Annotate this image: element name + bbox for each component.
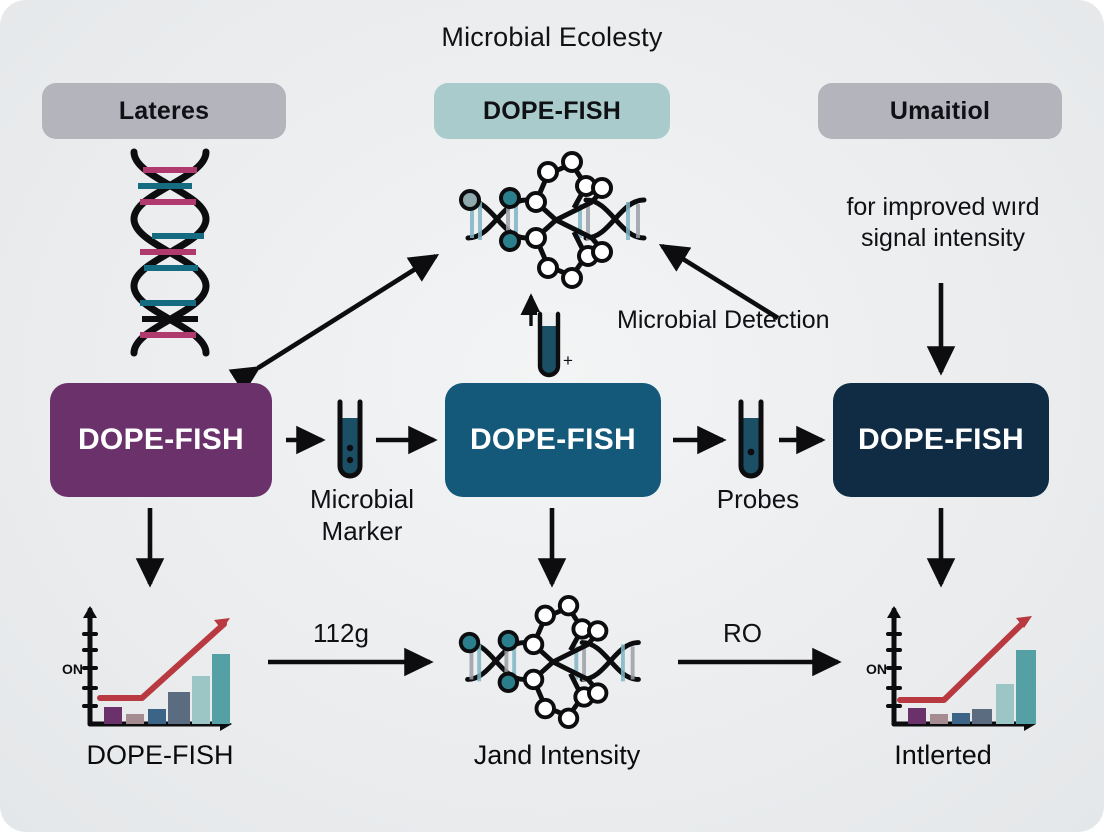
test-tube-icon: + bbox=[529, 310, 573, 384]
molecule-dna-icon bbox=[452, 590, 654, 732]
microbial-detection-label: Microbial Detection bbox=[617, 306, 830, 334]
header-pill-label: DOPE-FISH bbox=[483, 96, 621, 125]
page-title: Microbial Ecolesty bbox=[441, 22, 663, 52]
right-note-text: for improved wırd signal intensity bbox=[846, 193, 1040, 252]
microbial-marker-label: Microbial Marker bbox=[309, 484, 415, 546]
header-pill-lateres[interactable]: Lateres bbox=[42, 83, 286, 139]
bar-chart-intlerted: ON bbox=[852, 588, 1058, 734]
bottom-label-jand-intensity: Jand Intensity bbox=[473, 740, 641, 770]
chart-axis-tick-label: ON bbox=[866, 661, 887, 677]
main-box-dope-fish-blue[interactable]: DOPE-FISH bbox=[445, 383, 661, 497]
molecule-dna-icon bbox=[452, 146, 660, 292]
header-pill-label: Umaitiol bbox=[889, 96, 991, 125]
arrow-label-112g: 112g bbox=[313, 618, 369, 648]
test-tube-icon bbox=[729, 398, 773, 486]
bar-chart-dope-fish: ON bbox=[48, 588, 254, 734]
header-pill-umaitiol[interactable]: Umaitiol bbox=[818, 83, 1062, 139]
main-box-dope-fish-navy[interactable]: DOPE-FISH bbox=[833, 383, 1049, 497]
bottom-label-dope-fish: DOPE-FISH bbox=[86, 740, 234, 770]
test-tube-icon bbox=[328, 398, 372, 486]
probes-label: Probes bbox=[716, 484, 800, 514]
svg-text:+: + bbox=[563, 351, 573, 370]
header-pill-dope-fish[interactable]: DOPE-FISH bbox=[434, 83, 670, 139]
arrow-label-ro: RO bbox=[723, 618, 762, 648]
bottom-label-intlerted: Intlerted bbox=[894, 740, 992, 770]
main-box-label: DOPE-FISH bbox=[857, 423, 1025, 456]
main-box-dope-fish-purple[interactable]: DOPE-FISH bbox=[50, 383, 272, 497]
chart-axis-tick-label: ON bbox=[62, 661, 83, 677]
header-pill-label: Lateres bbox=[118, 96, 210, 125]
main-box-label: DOPE-FISH bbox=[469, 423, 637, 456]
main-box-label: DOPE-FISH bbox=[77, 423, 245, 456]
dna-helix-icon bbox=[100, 148, 240, 363]
